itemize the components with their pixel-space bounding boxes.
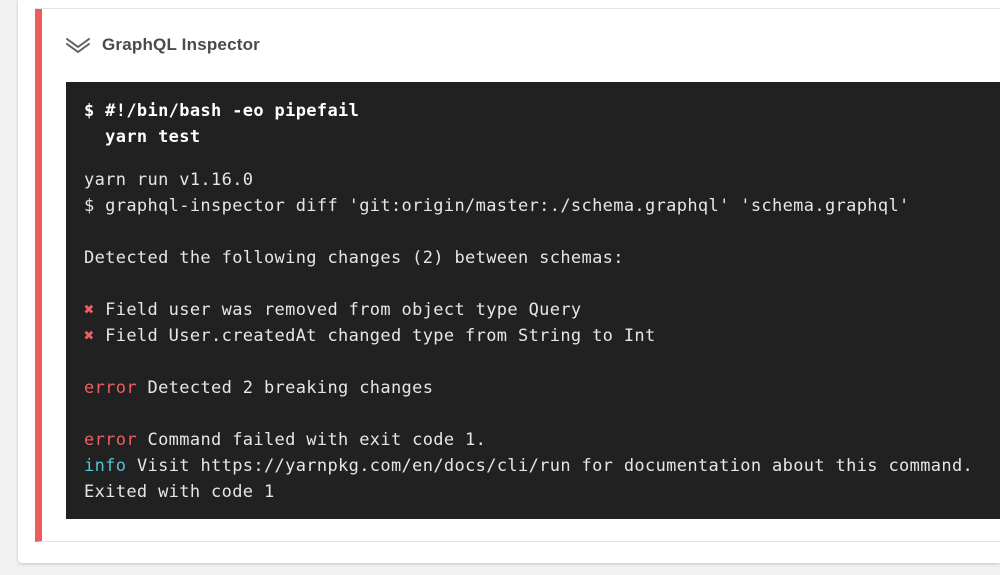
terminal-line: Detected the following changes (2) betwe… [84, 248, 624, 268]
terminal-line [84, 349, 982, 375]
step-header-toggle[interactable]: GraphQL Inspector [42, 9, 1000, 59]
terminal-body: $ #!/bin/bash -eo pipefail yarn test yarn… [84, 98, 982, 505]
terminal-line: yarn run v1.16.0 [84, 170, 254, 190]
terminal-line: ✖ Field User.createdAt changed type from… [84, 326, 656, 346]
step-title: GraphQL Inspector [102, 35, 261, 54]
terminal-line [84, 401, 982, 427]
terminal-line: $ #!/bin/bash -eo pipefail [84, 101, 360, 121]
terminal-line [84, 219, 982, 245]
terminal-line: Exited with code 1 [84, 482, 275, 502]
steps-list: GraphQL Inspector $ #!/bin/bash -eo pipe… [35, 8, 1000, 562]
next-step-row-stub [35, 542, 1000, 562]
chevron-double-down-icon [63, 33, 93, 57]
terminal-line: yarn test [84, 127, 201, 147]
terminal-line [84, 271, 982, 297]
terminal-line: error Detected 2 breaking changes [84, 378, 434, 398]
terminal-line: info Visit https://yarnpkg.com/en/docs/c… [84, 456, 974, 476]
terminal-line: ✖ Field user was removed from object typ… [84, 300, 582, 320]
steps-panel: GraphQL Inspector $ #!/bin/bash -eo pipe… [18, 0, 1000, 563]
terminal-gap [84, 150, 982, 167]
step-row-graphql-inspector: GraphQL Inspector $ #!/bin/bash -eo pipe… [35, 9, 1000, 542]
terminal-line: $ graphql-inspector diff 'git:origin/mas… [84, 196, 910, 216]
terminal-output: $ #!/bin/bash -eo pipefail yarn test yarn… [66, 82, 1000, 519]
step-footer-spacer [42, 519, 1000, 541]
terminal-line: error Command failed with exit code 1. [84, 430, 487, 450]
